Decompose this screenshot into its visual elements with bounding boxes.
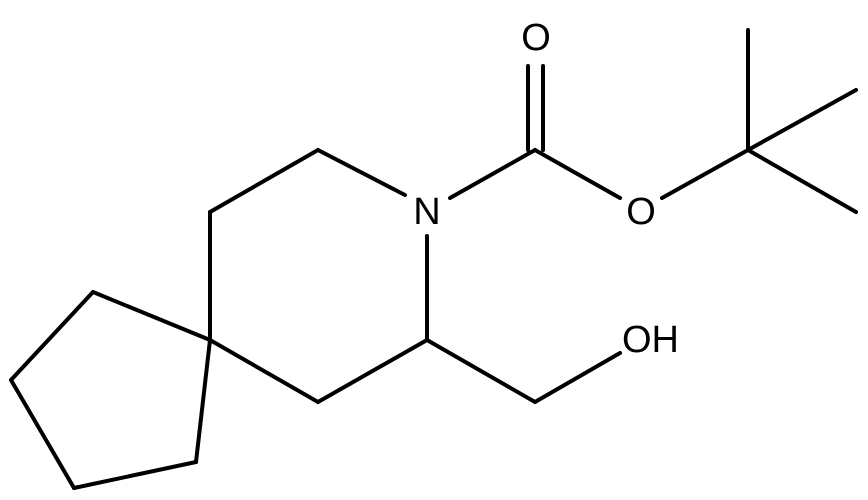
bond-spiro-to-c1 <box>91 290 212 342</box>
nitrogen-label: N <box>413 191 440 233</box>
bond-c3-to-c4 <box>72 460 198 490</box>
bond-c4-to-spiro <box>194 338 212 464</box>
bond-ester-oxygen-to-carbonyl-carbon <box>533 148 622 200</box>
bond-c6-to-c7 <box>316 338 429 404</box>
bond-c1-to-c2 <box>9 290 95 382</box>
bond-tbu-methyl-right-upper <box>746 88 858 152</box>
bond-c2-to-c3 <box>9 378 76 490</box>
bond-tbu-methyl-right-lower <box>746 148 858 214</box>
bond-nitrogen-to-c8 <box>316 148 407 197</box>
bond-tbu-to-ester-oxygen <box>660 148 750 200</box>
bond-carbonyl-carbon-to-nitrogen <box>448 148 537 200</box>
bond-spiro-to-c6 <box>208 338 320 404</box>
hydroxyl-label: OH <box>622 319 679 361</box>
bond-c8-to-c9 <box>208 148 320 214</box>
bond-c7-to-ch2 <box>425 338 537 404</box>
bond-ch2-to-hydroxyl <box>533 351 622 404</box>
ester-oxygen-label: O <box>626 191 656 233</box>
carbonyl-oxygen-label: O <box>521 17 551 59</box>
